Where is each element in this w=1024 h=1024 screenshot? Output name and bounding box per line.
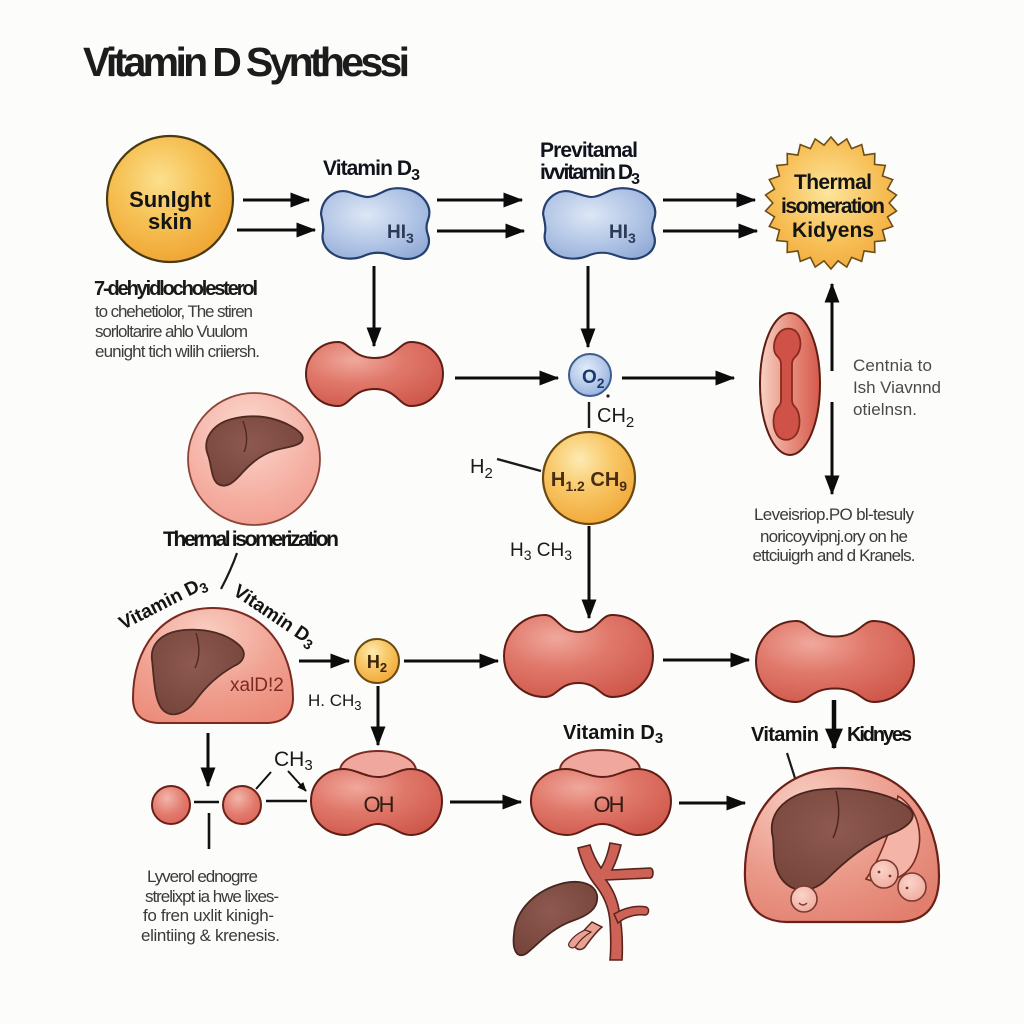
- svg-text:Thermal isomerization: Thermal isomerization: [163, 528, 339, 551]
- svg-text:CH2: CH2: [597, 405, 634, 431]
- svg-text:eunight tich wilih criiersh.: eunight tich wilih criiersh.: [95, 342, 260, 361]
- svg-text:CH3: CH3: [274, 748, 313, 774]
- svg-text:Kidnyes: Kidnyes: [847, 724, 912, 746]
- svg-text:Vitamin D3: Vitamin D3: [563, 722, 663, 747]
- svg-text:Kidyens: Kidyens: [792, 219, 874, 242]
- svg-text:Thermal: Thermal: [794, 171, 872, 194]
- svg-text:H3 CH3: H3 CH3: [510, 540, 572, 563]
- svg-text:Previtamal: Previtamal: [540, 139, 638, 162]
- svg-text:to chehetiolor, The stiren: to chehetiolor, The stiren: [95, 302, 253, 321]
- svg-text:H1.2 CH9: H1.2 CH9: [551, 469, 627, 494]
- svg-text:xalD!2: xalD!2: [230, 675, 284, 696]
- svg-text:H2: H2: [470, 456, 493, 482]
- svg-text:H. CH3: H. CH3: [308, 691, 362, 713]
- svg-text:strelixpt ia hwe lixes-: strelixpt ia hwe lixes-: [145, 887, 279, 906]
- svg-text:isomeration: isomeration: [781, 195, 885, 218]
- svg-text:ivvitamin D3: ivvitamin D3: [540, 161, 640, 188]
- svg-text:Centnia to: Centnia to: [853, 356, 932, 375]
- svg-text:Vitamin D3: Vitamin D3: [323, 157, 420, 184]
- svg-text:OH: OH: [364, 792, 395, 817]
- svg-text:fo fren uxlit kinigh-: fo fren uxlit kinigh-: [143, 906, 274, 925]
- svg-text:ettciuigrh and d Kranels.: ettciuigrh and d Kranels.: [753, 546, 916, 565]
- svg-text:noricoyvipnj.ory on he: noricoyvipnj.ory on he: [760, 527, 908, 546]
- svg-text:Lyverol ednogrre: Lyverol ednogrre: [147, 867, 258, 886]
- svg-text:Vitamin: Vitamin: [751, 724, 819, 746]
- svg-text:Sunlght: Sunlght: [129, 187, 212, 212]
- svg-text:elintiing & krenesis.: elintiing & krenesis.: [141, 926, 280, 945]
- svg-text:Vitamin D Synthessi: Vitamin D Synthessi: [83, 39, 410, 85]
- svg-text:Leveisriop.PO bl-tesuly: Leveisriop.PO bl-tesuly: [754, 505, 915, 524]
- svg-text:Ish Viavnnd: Ish Viavnnd: [853, 378, 941, 397]
- svg-text:skin: skin: [148, 209, 192, 234]
- svg-text:sorloltarire ahlo Vuulom: sorloltarire ahlo Vuulom: [95, 322, 248, 341]
- svg-text:7-dehyidlocholesterol: 7-dehyidlocholesterol: [94, 278, 258, 300]
- svg-text:OH: OH: [594, 792, 625, 817]
- svg-text:otielnsn.: otielnsn.: [853, 400, 917, 419]
